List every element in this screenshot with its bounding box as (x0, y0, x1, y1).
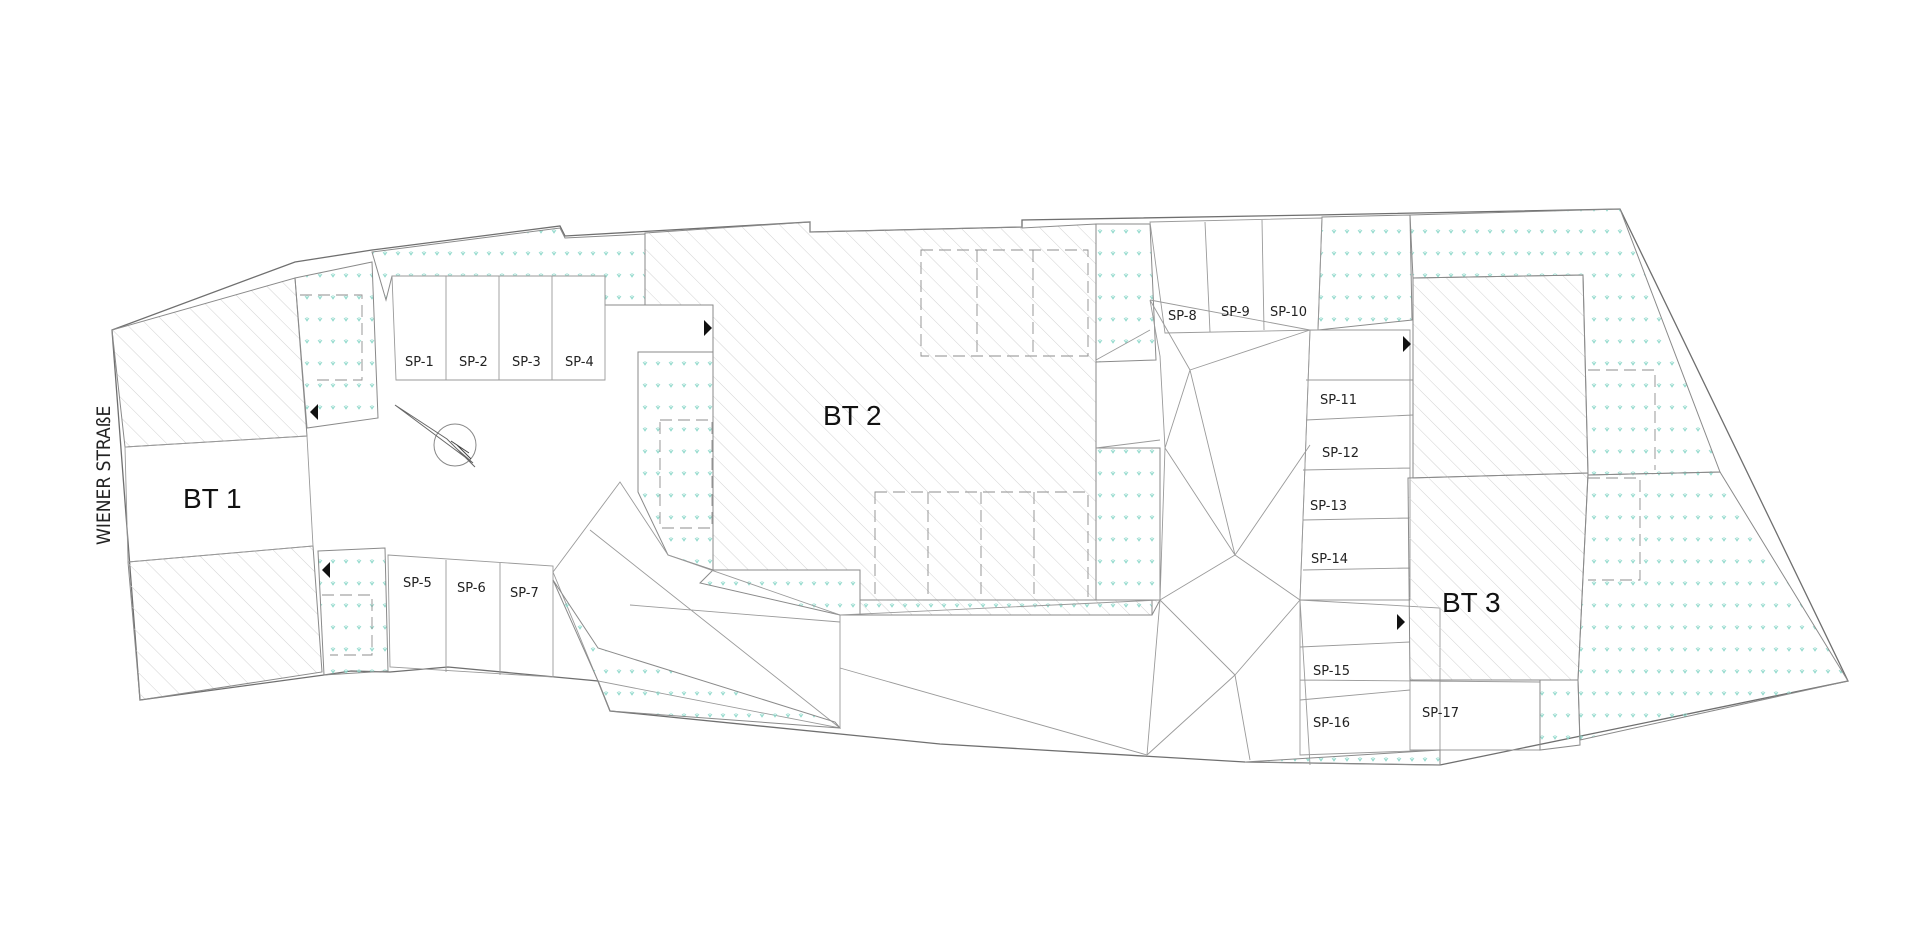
north-arrow-icon (394, 404, 477, 468)
central-court (839, 299, 1311, 766)
building-bt3-south (1407, 472, 1589, 681)
garden-bt1-south (317, 547, 389, 676)
skylights-south (874, 491, 1089, 601)
garden-bt2-west (637, 351, 714, 571)
parking-label: SP-9 (1221, 305, 1250, 320)
parking-label: SP-2 (459, 355, 488, 370)
parking-label: SP-5 (403, 576, 432, 591)
garden-bt2-south (699, 569, 1153, 616)
parking-label: SP-1 (405, 355, 434, 370)
parking-label: SP-4 (565, 355, 594, 370)
building-bt2 (644, 221, 1161, 616)
parking-label: SP-12 (1322, 446, 1359, 461)
garden-court-east (1317, 214, 1413, 331)
garden-bt3-south (1244, 679, 1581, 766)
building-label-bt1: BT 1 (183, 483, 242, 514)
entrance-marker-icon (1403, 336, 1411, 352)
parking-label: SP-17 (1422, 706, 1459, 721)
parking-block-3 (1299, 329, 1414, 701)
entrance-marker-icon (704, 320, 712, 336)
entrance-marker-icon (310, 404, 318, 420)
parking-label: SP-11 (1320, 393, 1357, 408)
garden-bt1-north (294, 261, 379, 429)
parking-label: SP-15 (1313, 664, 1350, 679)
parking-label: SP-6 (457, 581, 486, 596)
parking-label: SP-3 (512, 355, 541, 370)
entrance-marker-icon (1397, 614, 1405, 630)
parking-label: SP-10 (1270, 305, 1307, 320)
building-bt1-bottom (127, 545, 323, 701)
parking-label: SP-13 (1310, 499, 1347, 514)
garden-bt3-east (1577, 471, 1849, 741)
skylights-north (920, 249, 1089, 357)
bt3-internal-dash (1588, 369, 1656, 581)
garden-north-strip (371, 227, 646, 306)
building-label-bt2: BT 2 (823, 400, 882, 431)
parking-block-1 (391, 275, 606, 381)
parking-label: SP-14 (1311, 552, 1348, 567)
parking-label: SP-16 (1313, 716, 1350, 731)
parking-label: SP-8 (1168, 309, 1197, 324)
street-label: WIENER STRAßE (93, 406, 115, 545)
building-bt3-north (1412, 274, 1589, 479)
parking-block-2 (387, 554, 554, 678)
building-label-bt3: BT 3 (1442, 587, 1501, 618)
garden-bt2-east (1095, 223, 1161, 601)
garden-ramp-south (552, 579, 842, 729)
parking-label: SP-7 (510, 586, 539, 601)
entrance-marker-icon (322, 562, 330, 578)
building-bt1-top (111, 277, 308, 448)
bt1-internal-dash (300, 294, 373, 656)
building-bt1-mid (124, 435, 314, 563)
